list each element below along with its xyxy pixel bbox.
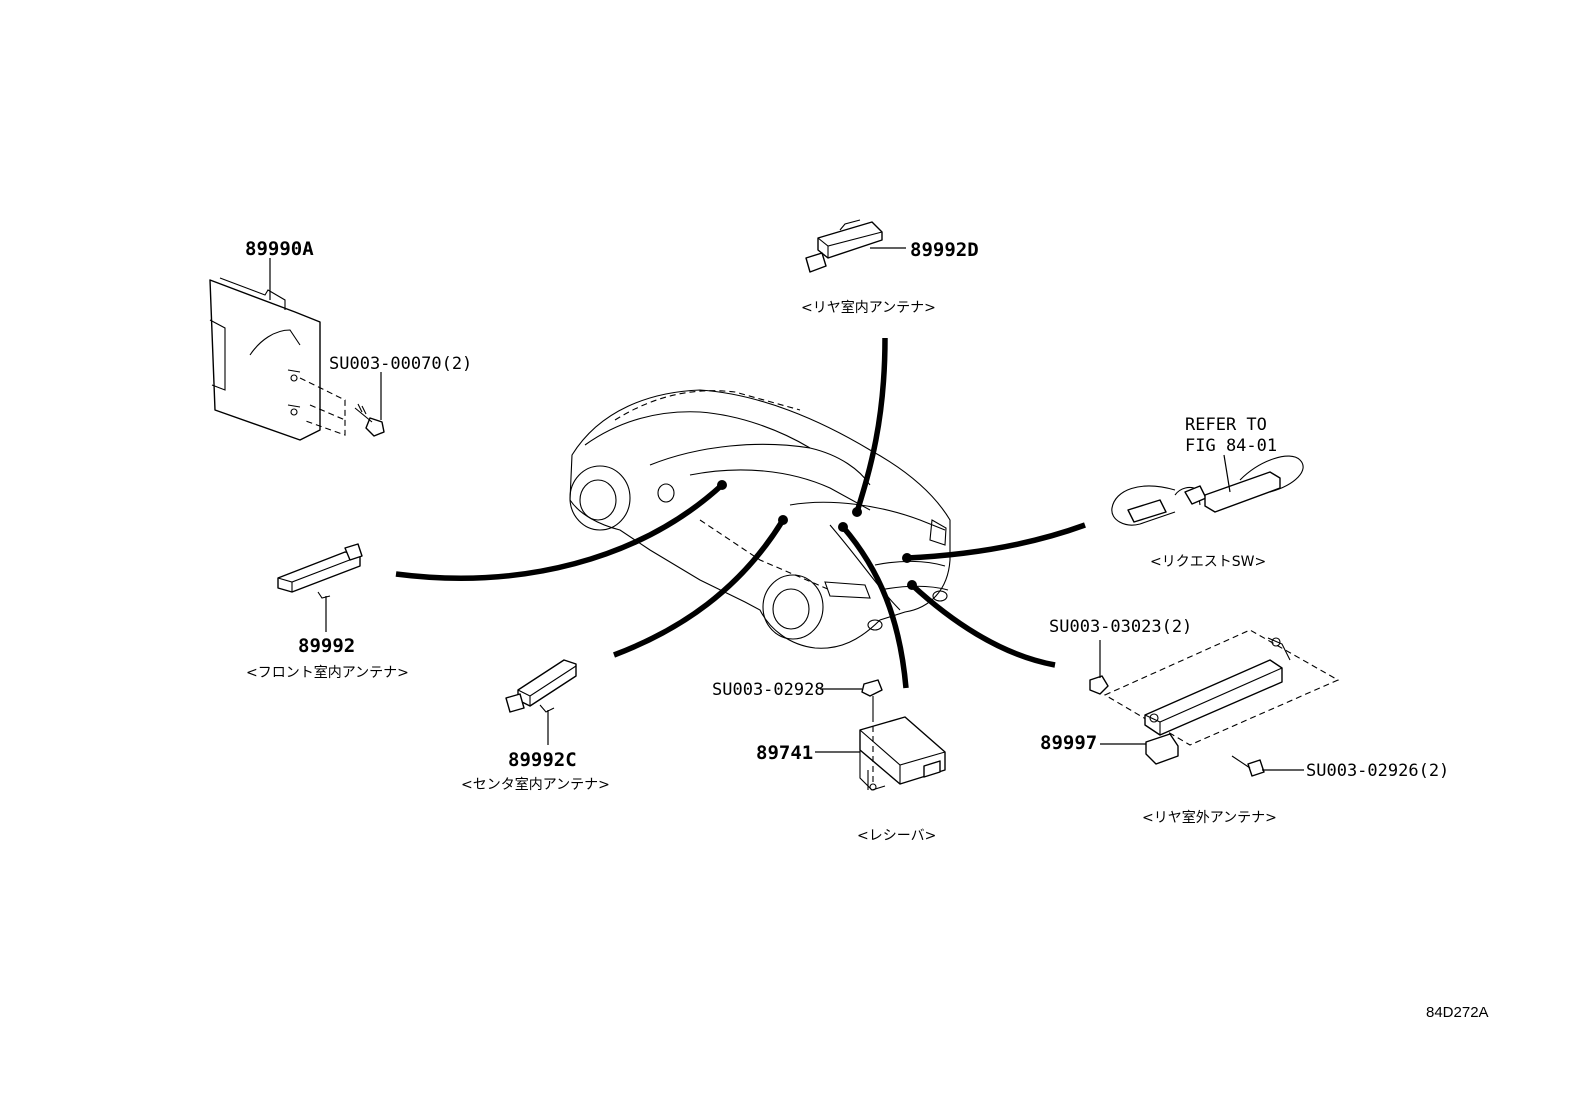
label-request-sw: <リクエストSW> <box>1150 554 1266 570</box>
label-rear-inner-antenna: <リヤ室内アンテナ> <box>801 299 936 316</box>
part-number-89992: 89992 <box>298 635 355 657</box>
part-number-89990A: 89990A <box>245 238 314 260</box>
fastener-su003-00070: SU003-00070(2) <box>329 354 472 374</box>
figure-code: 84D272A <box>1426 1004 1489 1021</box>
fastener-su003-03023: SU003-03023(2) <box>1049 617 1192 637</box>
refer-line-1: REFER TO <box>1185 415 1267 435</box>
part-number-89997: 89997 <box>1040 732 1097 754</box>
label-rear-outer-antenna: <リヤ室外アンテナ> <box>1142 809 1277 826</box>
refer-line-2: FIG 84-01 <box>1185 436 1277 456</box>
fastener-su003-02928: SU003-02928 <box>712 680 825 700</box>
fastener-su003-02926: SU003-02926(2) <box>1306 761 1449 781</box>
part-number-89741: 89741 <box>756 742 813 764</box>
control-unit-89990A[interactable] <box>209 277 385 441</box>
label-front-inner-antenna: <フロント室内アンテナ> <box>246 664 409 681</box>
antenna-89992[interactable] <box>277 543 363 599</box>
receiver-89741[interactable] <box>859 679 946 791</box>
request-switch[interactable] <box>1111 455 1304 526</box>
label-receiver: <レシーバ> <box>857 828 936 844</box>
antenna-89997[interactable] <box>1089 629 1340 777</box>
antenna-89992C[interactable] <box>505 659 577 713</box>
part-number-89992D: 89992D <box>910 239 979 261</box>
label-center-inner-antenna: <センタ室内アンテナ> <box>461 776 610 793</box>
location-leaders <box>395 337 1086 689</box>
part-number-89992C: 89992C <box>508 749 577 771</box>
antenna-89992D[interactable] <box>805 219 883 273</box>
